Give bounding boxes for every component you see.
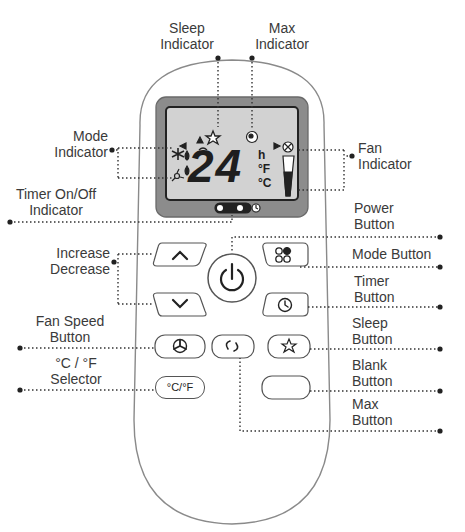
power-button — [208, 254, 256, 302]
remote-body — [134, 60, 330, 524]
callout-label: Power Button — [354, 200, 424, 232]
decrease-button — [153, 293, 206, 316]
callout-label: Max Indicator — [243, 20, 321, 52]
unit-selector-button: °C/°F — [155, 376, 205, 399]
buttons — [153, 243, 310, 399]
callout-label: Fan Indicator — [358, 140, 438, 172]
lcd-display: 24 h °F °C — [166, 107, 298, 200]
blank-button — [262, 376, 310, 399]
callout-label: Increase Decrease — [38, 245, 110, 277]
callout-label: Max Button — [352, 396, 422, 428]
callout-label: Sleep Indicator — [148, 20, 226, 52]
unit-indicator: °C — [258, 177, 271, 189]
leader-dots — [7, 55, 442, 433]
temperature-digits: 24 — [188, 143, 243, 189]
max-button — [212, 335, 254, 358]
callout-label: Sleep Button — [352, 315, 422, 347]
leader-lines — [10, 58, 440, 431]
timer-button — [263, 293, 308, 316]
callout-label: Timer On/Off Indicator — [8, 186, 104, 218]
callout-label: Blank Button — [352, 357, 422, 389]
unit-indicator: °F — [258, 163, 270, 175]
callout-label: °C / °F Selector — [40, 355, 112, 387]
mode-button — [263, 243, 308, 266]
callout-label: Mode Indicator — [38, 128, 108, 160]
fan-speed-button — [155, 335, 205, 358]
lcd-icons — [172, 131, 294, 213]
unit-indicator: h — [258, 149, 265, 161]
sleep-button — [268, 335, 310, 358]
lcd-bezel — [156, 97, 308, 217]
callout-label: Fan Speed Button — [26, 313, 114, 345]
callout-label: Timer Button — [354, 273, 424, 305]
button-icons — [173, 247, 296, 352]
increase-button — [153, 243, 206, 266]
callout-label: Mode Button — [352, 246, 452, 262]
button-label: °C/°F — [167, 382, 194, 393]
lcd-screen — [166, 107, 298, 200]
